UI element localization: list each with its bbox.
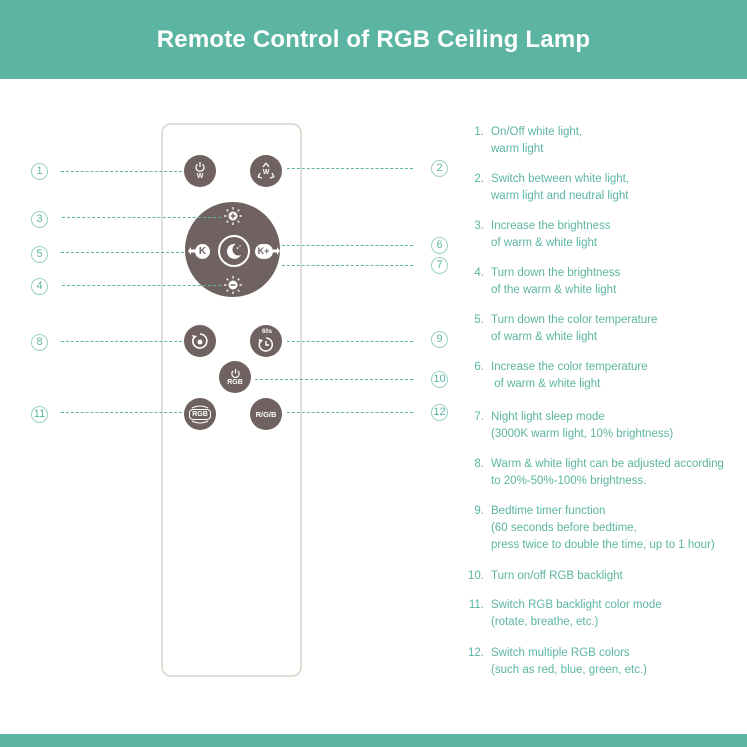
callout-1: 1 <box>31 163 48 180</box>
arrow-right-icon <box>272 247 280 255</box>
triangle-arrows-icon <box>257 162 275 179</box>
list-item-number: 9. <box>474 505 484 517</box>
list-item-text: Bedtime timer function (60 seconds befor… <box>491 505 715 551</box>
rgb-mode-label: RGB <box>189 408 211 420</box>
callout-line-6 <box>282 245 413 246</box>
timer-button[interactable]: 60s <box>250 325 282 357</box>
callout-line-2 <box>287 168 413 169</box>
list-item-text: Warm & white light can be adjusted accor… <box>491 458 724 487</box>
callout-5: 5 <box>31 246 48 263</box>
night-light-button[interactable] <box>218 235 250 267</box>
callout-line-3 <box>62 217 221 218</box>
list-item-text: Increase the color temperature of warm &… <box>491 361 648 390</box>
power-white-label: W <box>196 173 204 180</box>
brightness-down-button[interactable] <box>222 274 244 296</box>
list-item-text: Increase the brightness of warm & white … <box>491 220 611 249</box>
list-item-number: 11. <box>468 599 484 611</box>
callout-line-4 <box>62 285 221 286</box>
list-item-number: 8. <box>474 458 484 470</box>
sun-minus-icon <box>224 276 242 294</box>
callout-11: 11 <box>31 406 48 423</box>
list-item-text: Switch multiple RGB colors (such as red,… <box>491 647 647 676</box>
power-white-button[interactable]: W <box>184 155 216 187</box>
list-item-number: 10. <box>468 570 484 582</box>
callout-line-7 <box>282 265 413 266</box>
list-item-number: 4. <box>474 267 484 279</box>
switch-white-button[interactable]: W <box>250 155 282 187</box>
timer-icon <box>258 336 274 352</box>
callout-line-1 <box>61 171 182 172</box>
list-item-text: On/Off white light, warm light <box>491 126 583 155</box>
header-bar <box>0 0 747 79</box>
switch-white-label: W <box>262 169 270 176</box>
rgb-mode-icon <box>191 405 209 408</box>
list-item-number: 6. <box>474 361 484 373</box>
brightness-cycle-button[interactable] <box>184 325 216 357</box>
sun-plus-icon <box>224 207 242 225</box>
callout-line-11 <box>61 412 182 413</box>
rgb-colors-button[interactable]: R/G/B <box>250 398 282 430</box>
callout-8: 8 <box>31 334 48 351</box>
power-icon <box>195 162 205 172</box>
temp-up-button[interactable]: K+ <box>253 240 281 262</box>
temp-down-label: K <box>195 243 210 259</box>
list-item-number: 7. <box>474 411 484 423</box>
callout-9: 9 <box>431 331 448 348</box>
cycle-icon <box>192 333 208 349</box>
list-item-text: Switch between white light, warm light a… <box>491 173 630 202</box>
moon-icon <box>226 243 241 259</box>
temp-up-label: K+ <box>254 243 273 259</box>
list-item-text: Night light sleep mode (3000K warm light… <box>491 411 674 440</box>
callout-7: 7 <box>431 257 448 274</box>
arrow-left-icon <box>188 247 196 255</box>
callout-line-12 <box>287 412 413 413</box>
list-item-number: 12. <box>468 647 484 659</box>
temp-down-button[interactable]: K <box>186 240 212 262</box>
callout-12: 12 <box>431 404 448 421</box>
rgb-power-button[interactable]: RGB <box>219 361 251 393</box>
callout-2: 2 <box>431 160 448 177</box>
brightness-up-button[interactable] <box>222 205 244 227</box>
rgb-mode-button[interactable]: RGB <box>184 398 216 430</box>
callout-10: 10 <box>431 371 448 388</box>
footer-bar <box>0 734 747 747</box>
power-icon <box>230 368 240 378</box>
list-item-text: Turn down the color temperature of warm … <box>491 314 658 343</box>
callout-line-9 <box>287 341 413 342</box>
list-item-number: 1. <box>474 126 484 138</box>
callout-line-5 <box>61 252 184 253</box>
rgb-colors-label: R/G/B <box>255 409 277 419</box>
rgb-mode-icon-bottom <box>191 420 209 423</box>
list-item-number: 3. <box>474 220 484 232</box>
rgb-power-label: RGB <box>227 378 243 386</box>
callout-4: 4 <box>31 278 48 295</box>
list-item-number: 5. <box>474 314 484 326</box>
list-item-text: Switch RGB backlight color mode (rotate,… <box>491 599 662 628</box>
list-item-text: Turn down the brightness of the warm & w… <box>491 267 621 296</box>
list-item-number: 2. <box>474 173 484 185</box>
callout-line-10 <box>255 379 413 380</box>
callout-line-8 <box>61 341 182 342</box>
page-title: Remote Control of RGB Ceiling Lamp <box>156 26 591 53</box>
callout-6: 6 <box>431 237 448 254</box>
timer-label: 60s <box>262 329 273 335</box>
callout-3: 3 <box>31 211 48 228</box>
list-item-text: Turn on/off RGB backlight <box>491 570 623 582</box>
